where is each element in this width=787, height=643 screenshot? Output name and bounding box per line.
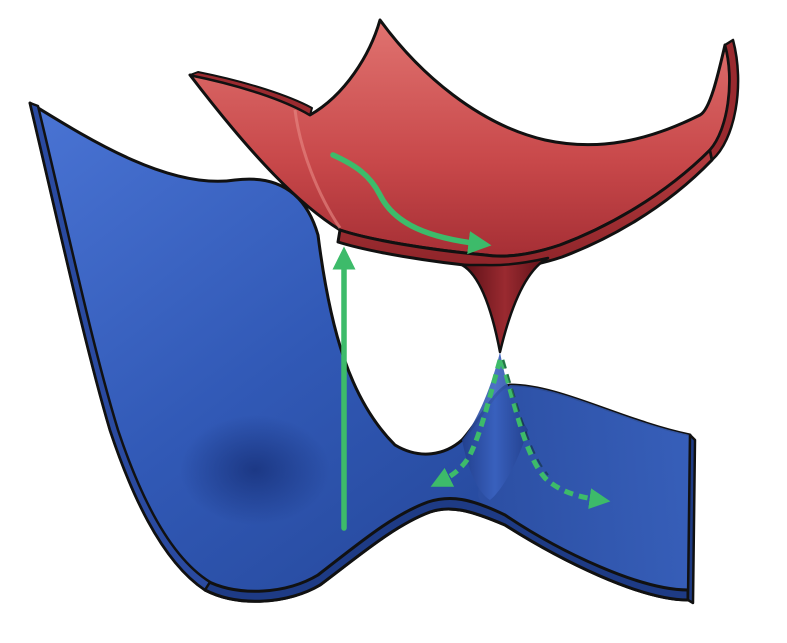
ground-state-surface [28, 101, 697, 605]
decay-path-shadow [502, 359, 549, 476]
conical-intersection [460, 256, 550, 354]
ground-state-right-wing [478, 385, 690, 600]
excited-state-back-edge [189, 71, 313, 116]
decay-path-left-arrow [430, 359, 503, 487]
excited-state-right-edge [708, 38, 740, 162]
reaction-pathways [330, 152, 611, 531]
ground-state-funnel [462, 352, 528, 500]
decay-path-right-arrow [499, 359, 611, 510]
excited-state-relaxation-arrow [330, 152, 492, 255]
ground-state-right-edge [686, 433, 697, 605]
excited-state-crease [293, 109, 342, 229]
excited-state-surface [188, 18, 740, 354]
ground-state-left-edge [28, 101, 212, 592]
ground-state-minimum [180, 415, 330, 525]
